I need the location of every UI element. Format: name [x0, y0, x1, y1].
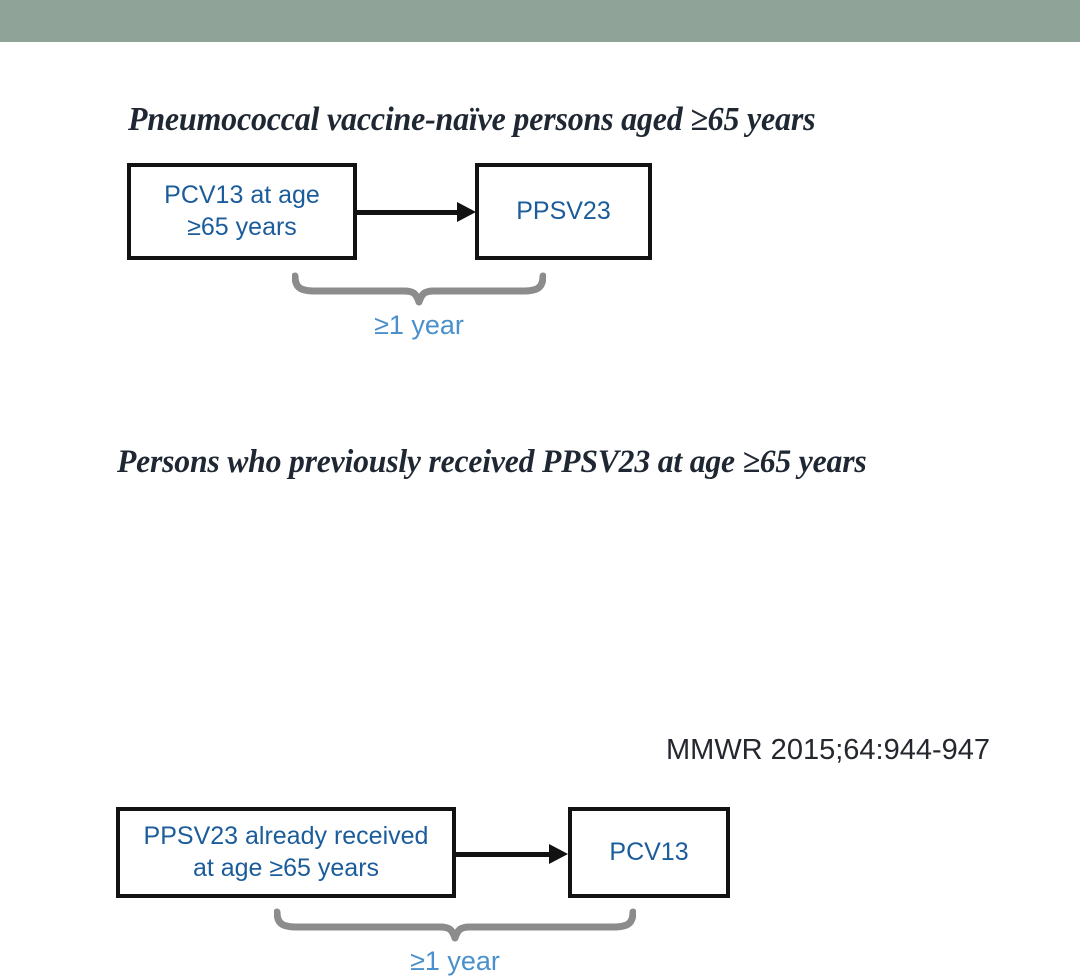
flow-box-pcv13: PCV13	[568, 807, 730, 898]
flow-box-line-1: PPSV23 already received	[143, 822, 429, 851]
arrow-right-icon	[456, 844, 569, 864]
arrow-head	[549, 844, 568, 864]
interval-label: ≥1 year	[374, 310, 464, 340]
slide-body: Pneumococcal vaccine-naïve persons aged …	[0, 42, 1080, 976]
flow-box-line-1: PCV13 at age	[164, 181, 320, 210]
arrow-shaft	[456, 852, 552, 857]
flow-box-text: PCV13 at age ≥65 years	[158, 180, 326, 243]
flow-box-text: PPSV23 already received at age ≥65 years	[138, 821, 435, 884]
scenario-heading-previously-received-ppsv23: Persons who previously received PPSV23 a…	[117, 444, 867, 480]
scenario-heading-vaccine-naive: Pneumococcal vaccine-naïve persons aged …	[128, 101, 816, 138]
curly-brace-icon	[292, 272, 546, 306]
flow-box-text: PPSV23	[510, 196, 617, 227]
arrow-head	[457, 202, 476, 222]
flow-box-line-1: PCV13	[609, 837, 689, 866]
arrow-right-icon	[357, 202, 477, 222]
curly-brace-icon	[274, 908, 636, 942]
interval-label: ≥1 year	[410, 946, 500, 976]
flow-box-ppsv23-already-received: PPSV23 already received at age ≥65 years	[116, 807, 456, 898]
flow-box-line-1: PPSV23	[516, 196, 611, 225]
flow-box-line-2: ≥65 years	[187, 212, 297, 241]
source-citation: MMWR 2015;64:944-947	[666, 734, 990, 766]
flow-box-pcv13-at-age-65: PCV13 at age ≥65 years	[127, 163, 357, 260]
flow-box-ppsv23: PPSV23	[475, 163, 652, 260]
flow-box-line-2: at age ≥65 years	[192, 853, 380, 882]
flow-box-text: PCV13	[603, 837, 694, 868]
arrow-shaft	[357, 210, 461, 215]
slide-top-band	[0, 0, 1080, 42]
